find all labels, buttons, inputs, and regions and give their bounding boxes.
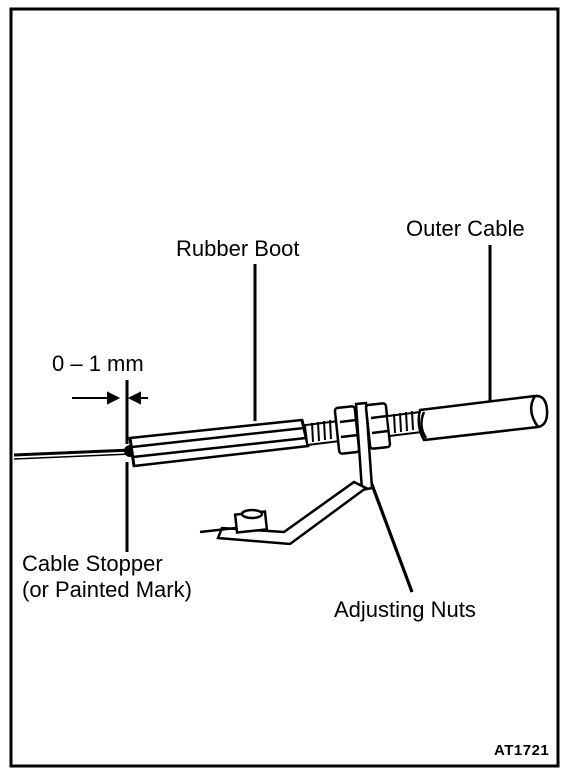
figure-frame xyxy=(9,7,560,768)
painted-mark-label: (or Painted Mark) xyxy=(22,577,192,602)
figure-code: AT1721 xyxy=(494,742,549,759)
mounting-bracket xyxy=(199,480,369,546)
adjusting-nut-rear xyxy=(364,402,392,450)
rear-thread xyxy=(385,410,425,438)
inner-cable xyxy=(13,448,131,460)
rubber-boot xyxy=(128,418,310,468)
outer-cable xyxy=(417,394,549,442)
bracket-plate xyxy=(354,401,374,492)
gap-dimension-label: 0 – 1 mm xyxy=(52,351,144,376)
adjusting-nuts-label: Adjusting Nuts xyxy=(334,597,476,622)
threaded-adjuster xyxy=(303,419,343,447)
cable-stopper-label: Cable Stopper xyxy=(22,551,163,576)
leader-lines xyxy=(125,245,492,593)
outer-cable-label: Outer Cable xyxy=(406,216,525,241)
gap-dimension-arrows xyxy=(72,391,148,405)
rubber-boot-label: Rubber Boot xyxy=(176,236,300,261)
